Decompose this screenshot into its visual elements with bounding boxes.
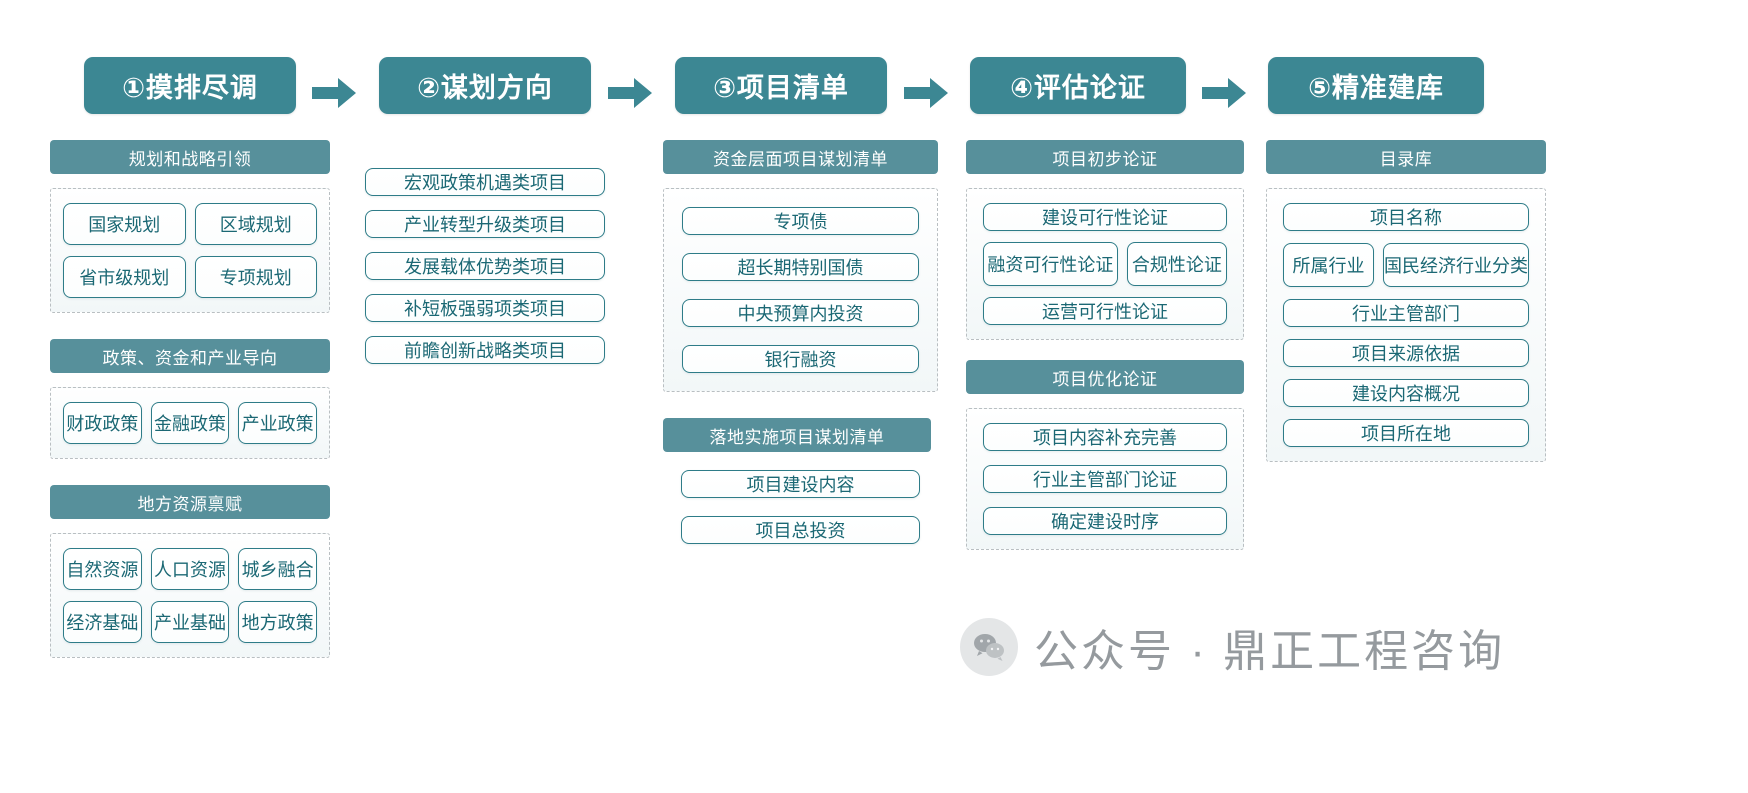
cell-item[interactable]: 项目名称 xyxy=(1283,203,1529,231)
cell-item[interactable]: 产业政策 xyxy=(238,402,318,444)
cell-item[interactable]: 超长期特别国债 xyxy=(682,253,919,281)
cell-item[interactable]: 项目总投资 xyxy=(681,516,920,544)
cell-item[interactable]: 金融政策 xyxy=(150,402,230,444)
stage-column-1: 规划和战略引领 国家规划 区域规划 省市级规划 专项规划 政策、资金和产业导向 … xyxy=(50,140,330,658)
group-body-catalog: 项目名称 所属行业 国民经济行业分类 行业主管部门 项目来源依据 建设内容概况 … xyxy=(1266,188,1546,462)
stage-header-3[interactable]: ③项目清单 xyxy=(675,57,887,114)
cell-item[interactable]: 宏观政策机遇类项目 xyxy=(365,168,605,196)
cell-item[interactable]: 项目所在地 xyxy=(1283,419,1529,447)
stage-header-5[interactable]: ⑤精准建库 xyxy=(1268,57,1484,114)
cell-item[interactable]: 项目来源依据 xyxy=(1283,339,1529,367)
arrow-right-icon-4 xyxy=(1202,78,1246,108)
watermark: 公众号 · 鼎正工程咨询 xyxy=(960,615,1505,679)
cell-item[interactable]: 前瞻创新战略类项目 xyxy=(365,336,605,364)
group-title-planning: 规划和战略引领 xyxy=(50,140,330,174)
cell-row: 财政政策 金融政策 产业政策 xyxy=(63,402,318,444)
cell-item[interactable]: 区域规划 xyxy=(194,203,317,245)
group-body-implementation-list: 项目建设内容 项目总投资 xyxy=(663,466,938,548)
cell-item[interactable]: 自然资源 xyxy=(63,548,142,590)
group-title-catalog: 目录库 xyxy=(1266,140,1546,174)
cell-item[interactable]: 专项规划 xyxy=(194,256,317,298)
cell-item[interactable]: 经济基础 xyxy=(63,601,142,643)
group-title-initial-review: 项目初步论证 xyxy=(966,140,1244,174)
cell-item[interactable]: 国民经济行业分类 xyxy=(1383,243,1529,287)
cell-item[interactable]: 人口资源 xyxy=(150,548,230,590)
cell-item[interactable]: 运营可行性论证 xyxy=(983,297,1227,325)
arrow-right-icon-1 xyxy=(312,78,356,108)
cell-item[interactable]: 省市级规划 xyxy=(63,256,186,298)
cell-item[interactable]: 所属行业 xyxy=(1283,243,1374,287)
cell-item[interactable]: 项目建设内容 xyxy=(681,470,920,498)
cell-item[interactable]: 中央预算内投资 xyxy=(682,299,919,327)
cell-item[interactable]: 补短板强弱项类项目 xyxy=(365,294,605,322)
stage-column-2: 宏观政策机遇类项目 产业转型升级类项目 发展载体优势类项目 补短板强弱项类项目 … xyxy=(365,168,605,364)
cell-row: 所属行业 国民经济行业分类 xyxy=(1283,243,1529,287)
cell-item[interactable]: 行业主管部门 xyxy=(1283,299,1529,327)
cell-row: 经济基础 产业基础 地方政策 xyxy=(63,601,318,643)
cell-item[interactable]: 发展载体优势类项目 xyxy=(365,252,605,280)
cell-row: 省市级规划 专项规划 xyxy=(63,256,317,298)
group-title-funding-list: 资金层面项目谋划清单 xyxy=(663,140,938,174)
cell-item[interactable]: 建设内容概况 xyxy=(1283,379,1529,407)
wechat-icon xyxy=(960,618,1018,676)
stage-column-4: 项目初步论证 建设可行性论证 融资可行性论证 合规性论证 运营可行性论证 项目优… xyxy=(966,140,1244,550)
cell-item[interactable]: 产业转型升级类项目 xyxy=(365,210,605,238)
group-body-directions: 宏观政策机遇类项目 产业转型升级类项目 发展载体优势类项目 补短板强弱项类项目 … xyxy=(365,168,605,364)
group-body-resources: 自然资源 人口资源 城乡融合 经济基础 产业基础 地方政策 xyxy=(50,533,330,658)
group-body-initial-review: 建设可行性论证 融资可行性论证 合规性论证 运营可行性论证 xyxy=(966,188,1244,340)
group-title-optimization-review: 项目优化论证 xyxy=(966,360,1244,394)
stage-header-2[interactable]: ②谋划方向 xyxy=(379,57,591,114)
stage-header-1[interactable]: ①摸排尽调 xyxy=(84,57,296,114)
group-body-policy: 财政政策 金融政策 产业政策 xyxy=(50,387,330,459)
cell-item[interactable]: 行业主管部门论证 xyxy=(983,465,1227,493)
group-title-resources: 地方资源禀赋 xyxy=(50,485,330,519)
cell-item[interactable]: 建设可行性论证 xyxy=(983,203,1227,231)
cell-item[interactable]: 融资可行性论证 xyxy=(983,242,1118,286)
cell-item[interactable]: 财政政策 xyxy=(63,402,142,444)
arrow-right-icon-2 xyxy=(608,78,652,108)
group-title-implementation-list: 落地实施项目谋划清单 xyxy=(663,418,931,452)
cell-item[interactable]: 银行融资 xyxy=(682,345,919,373)
cell-item[interactable]: 合规性论证 xyxy=(1126,242,1227,286)
group-body-funding-list: 专项债 超长期特别国债 中央预算内投资 银行融资 xyxy=(663,188,938,392)
cell-row: 融资可行性论证 合规性论证 xyxy=(983,242,1227,286)
cell-item[interactable]: 专项债 xyxy=(682,207,919,235)
stage-column-3: 资金层面项目谋划清单 专项债 超长期特别国债 中央预算内投资 银行融资 落地实施… xyxy=(663,140,938,548)
watermark-text: 公众号 · 鼎正工程咨询 xyxy=(1034,627,1506,676)
cell-item[interactable]: 城乡融合 xyxy=(238,548,318,590)
cell-item[interactable]: 地方政策 xyxy=(238,601,318,643)
arrow-right-icon-3 xyxy=(904,78,948,108)
stage-column-5: 目录库 项目名称 所属行业 国民经济行业分类 行业主管部门 项目来源依据 建设内… xyxy=(1266,140,1546,462)
cell-row: 自然资源 人口资源 城乡融合 xyxy=(63,548,318,590)
stage-header-4[interactable]: ④评估论证 xyxy=(970,57,1186,114)
group-title-policy: 政策、资金和产业导向 xyxy=(50,339,330,373)
group-body-planning: 国家规划 区域规划 省市级规划 专项规划 xyxy=(50,188,330,313)
cell-row: 国家规划 区域规划 xyxy=(63,203,317,245)
cell-item[interactable]: 项目内容补充完善 xyxy=(983,423,1227,451)
cell-item[interactable]: 确定建设时序 xyxy=(983,507,1227,535)
cell-item[interactable]: 国家规划 xyxy=(63,203,186,245)
cell-item[interactable]: 产业基础 xyxy=(150,601,230,643)
group-body-optimization-review: 项目内容补充完善 行业主管部门论证 确定建设时序 xyxy=(966,408,1244,550)
